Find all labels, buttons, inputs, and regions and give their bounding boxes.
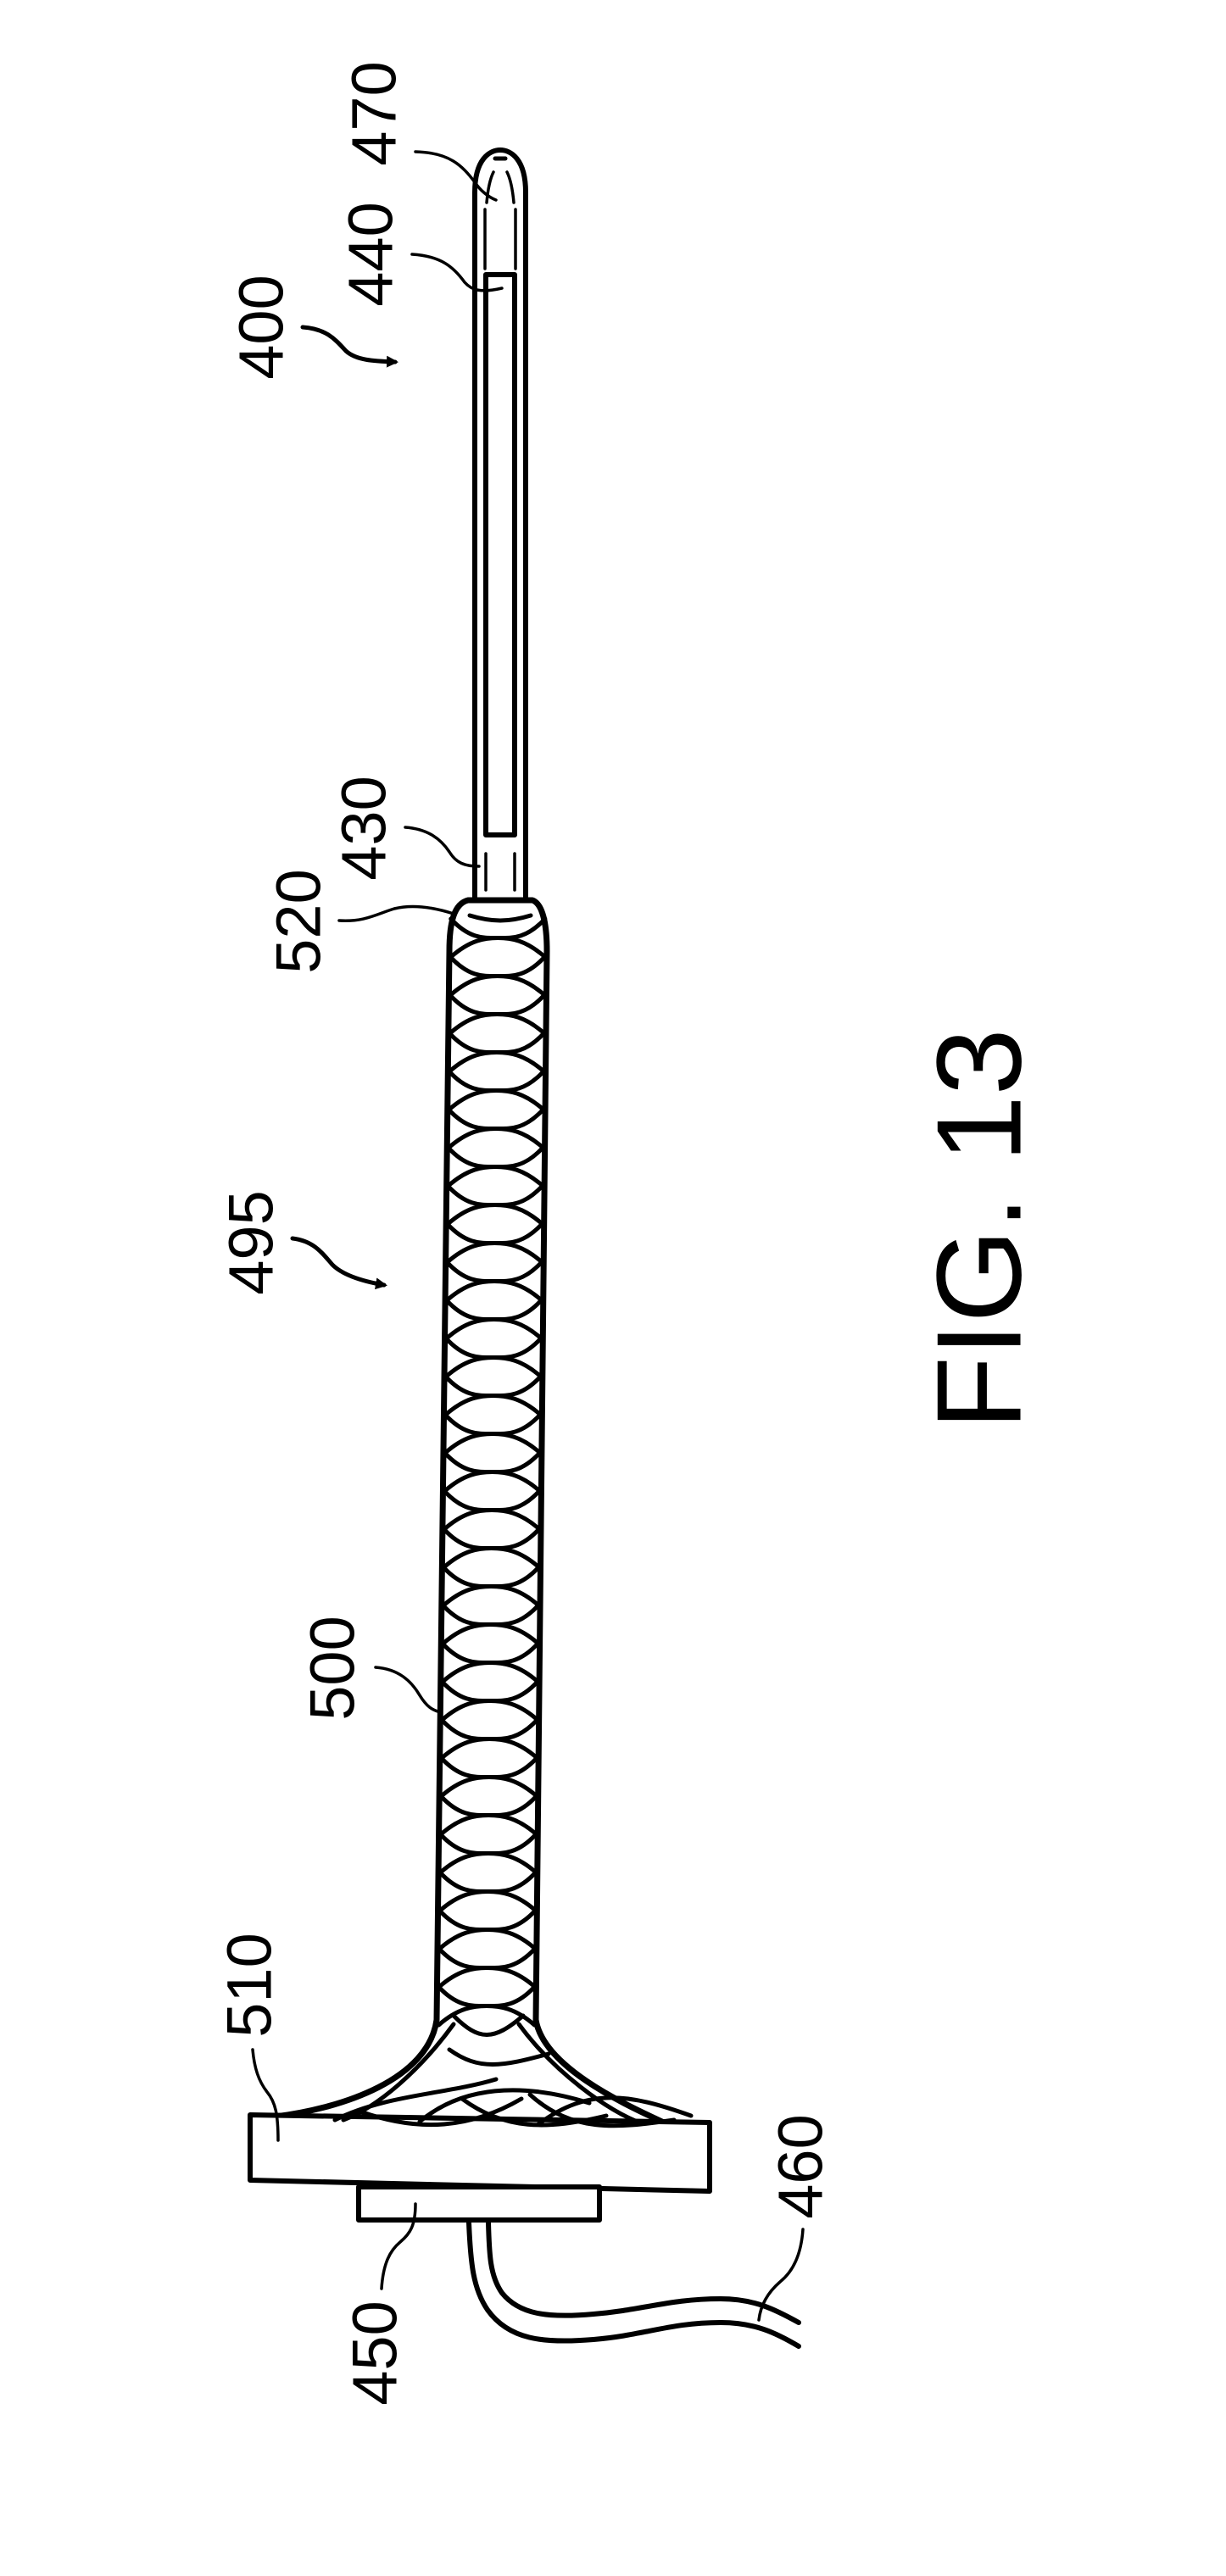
braid-strand xyxy=(440,1679,540,1722)
braid-strand xyxy=(444,1298,543,1341)
flange-510 xyxy=(248,2112,712,2194)
braid-strand xyxy=(446,1145,545,1188)
flare-strand xyxy=(527,2092,677,2128)
braid-strand xyxy=(440,1641,540,1684)
flare-strand xyxy=(332,2077,499,2123)
braid-strand xyxy=(441,1603,541,1646)
braid-strand xyxy=(439,1755,539,1799)
leader-arrow xyxy=(300,325,398,368)
reference-numeral: 440 xyxy=(336,202,406,306)
leader-line xyxy=(404,826,481,868)
flare-strand xyxy=(341,2022,456,2123)
figure-caption: FIG. 13 xyxy=(912,1028,1047,1430)
leader-line xyxy=(251,2048,280,2142)
braid-distal-collar-520 xyxy=(467,913,533,923)
braid-strand xyxy=(446,1107,546,1150)
braid-strand xyxy=(447,1069,546,1112)
flare-strand xyxy=(447,2047,551,2067)
flare-strand xyxy=(417,2088,592,2124)
reference-numeral: 430 xyxy=(329,776,399,880)
reference-numeral: 460 xyxy=(766,2114,836,2218)
braid-strand xyxy=(449,916,548,960)
braid-strand xyxy=(442,1527,542,1570)
reference-label-450: 450 xyxy=(340,2202,417,2406)
tip-inner-line-right xyxy=(505,170,517,270)
leader-line xyxy=(337,904,455,922)
flare-mesh-pattern xyxy=(332,2013,694,2128)
braid-strand xyxy=(443,1374,543,1417)
reference-label-495: 495 xyxy=(216,1190,387,1295)
leader-line xyxy=(410,253,504,292)
reference-label-510: 510 xyxy=(215,1933,285,2142)
flare-strand xyxy=(358,2096,524,2128)
braid-strand xyxy=(447,1031,546,1074)
braid-strand xyxy=(439,1717,539,1761)
braid-strand xyxy=(437,1908,538,1951)
reference-numeral: 495 xyxy=(216,1190,287,1294)
braid-strand xyxy=(443,1336,543,1379)
reference-label-470: 470 xyxy=(339,61,498,202)
needle-window-440 xyxy=(483,272,517,837)
reference-numeral: 400 xyxy=(226,275,297,379)
flare-strand xyxy=(536,2095,694,2127)
leader-arrow xyxy=(290,1236,387,1290)
reference-numeral: 450 xyxy=(340,2301,410,2405)
tip-inner-line-left xyxy=(483,170,495,270)
reference-label-440: 440 xyxy=(336,202,504,307)
braid-strand xyxy=(441,1565,541,1608)
braid-strand xyxy=(438,1794,539,1837)
braid-strand xyxy=(443,1412,543,1455)
braid-strand xyxy=(444,1260,544,1303)
leader-line xyxy=(757,2228,805,2322)
flare-strand xyxy=(460,2096,609,2128)
flare-strand xyxy=(451,2013,526,2037)
braid-mesh-pattern xyxy=(436,916,548,2028)
reference-label-500: 500 xyxy=(298,1616,443,1721)
cable-460-outer xyxy=(466,2220,801,2349)
braid-strand xyxy=(448,993,547,1036)
reference-numeral: 520 xyxy=(264,869,334,973)
reference-label-430: 430 xyxy=(329,776,481,881)
braid-strand xyxy=(437,1870,538,1913)
reference-label-520: 520 xyxy=(264,869,455,974)
leader-line xyxy=(414,150,498,202)
braid-strand xyxy=(448,954,547,998)
braid-strand xyxy=(445,1183,545,1227)
hub-cap-450 xyxy=(356,2184,602,2223)
reference-numeral: 470 xyxy=(339,61,410,165)
leader-line xyxy=(374,1666,443,1714)
cable-460-inner xyxy=(486,2220,801,2325)
reference-label-400: 400 xyxy=(226,275,398,380)
braided-sleeve xyxy=(272,897,671,2128)
braid-strand xyxy=(437,1832,538,1875)
flare-strand xyxy=(516,2022,644,2126)
braid-strand xyxy=(445,1221,544,1265)
probe-needle xyxy=(472,147,528,900)
reference-numeral: 500 xyxy=(298,1616,368,1720)
leader-line xyxy=(380,2202,417,2290)
braid-strand xyxy=(443,1450,543,1494)
reference-numeral: 510 xyxy=(215,1933,285,2037)
braid-strand xyxy=(437,1946,538,1989)
reference-label-460: 460 xyxy=(757,2114,836,2322)
braid-strand xyxy=(436,1984,537,2028)
braid-strand xyxy=(442,1488,542,1532)
